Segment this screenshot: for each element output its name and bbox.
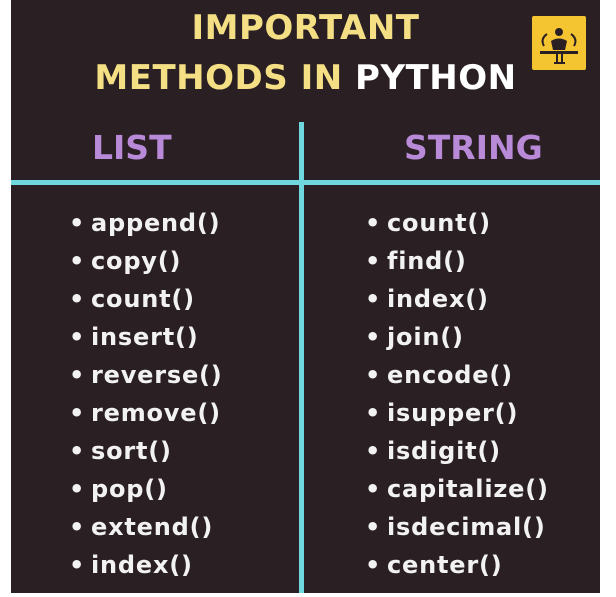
method-name: insert() [91, 323, 199, 351]
bullet-icon: • [69, 437, 86, 465]
list-method-item: •pop() [69, 470, 223, 508]
coder-logo-graphic [540, 28, 578, 64]
bullet-icon: • [365, 513, 382, 541]
method-name: isdigit() [387, 437, 501, 465]
bullet-icon: • [69, 551, 86, 579]
list-methods: •append() •copy() •count() •insert() •re… [69, 204, 223, 584]
list-method-item: •index() [69, 546, 223, 584]
bullet-icon: • [365, 551, 382, 579]
coder-logo-icon [532, 16, 586, 70]
title-line-1: IMPORTANT [191, 8, 420, 48]
string-method-item: •join() [365, 318, 549, 356]
bullet-icon: • [69, 513, 86, 541]
bullet-icon: • [69, 209, 86, 237]
method-name: extend() [91, 513, 214, 541]
method-name: join() [387, 323, 464, 351]
bullet-icon: • [69, 247, 86, 275]
bullet-icon: • [69, 323, 86, 351]
string-method-item: •isdigit() [365, 432, 549, 470]
title-line-2: METHODS IN PYTHON [11, 58, 600, 98]
method-name: isdecimal() [387, 513, 546, 541]
method-name: reverse() [91, 361, 223, 389]
string-method-item: •isdecimal() [365, 508, 549, 546]
bullet-icon: • [69, 399, 86, 427]
list-method-item: •remove() [69, 394, 223, 432]
list-method-item: •sort() [69, 432, 223, 470]
string-method-item: •index() [365, 280, 549, 318]
string-column-header: STRING [404, 128, 543, 167]
method-name: count() [91, 285, 195, 313]
method-name: remove() [91, 399, 221, 427]
list-method-item: •append() [69, 204, 223, 242]
method-name: index() [387, 285, 489, 313]
bullet-icon: • [365, 323, 382, 351]
bullet-icon: • [365, 437, 382, 465]
vertical-divider [299, 122, 304, 593]
bullet-icon: • [365, 209, 382, 237]
method-name: pop() [91, 475, 168, 503]
bullet-icon: • [365, 361, 382, 389]
bullet-icon: • [365, 475, 382, 503]
horizontal-divider [11, 180, 600, 185]
list-method-item: •count() [69, 280, 223, 318]
string-methods: •count() •find() •index() •join() •encod… [365, 204, 549, 584]
bullet-icon: • [365, 247, 382, 275]
list-method-item: •copy() [69, 242, 223, 280]
method-name: copy() [91, 247, 182, 275]
method-name: encode() [387, 361, 513, 389]
list-method-item: •reverse() [69, 356, 223, 394]
bullet-icon: • [365, 399, 382, 427]
bullet-icon: • [69, 475, 86, 503]
method-name: capitalize() [387, 475, 549, 503]
infographic-card: IMPORTANT METHODS IN PYTHON LIST STRING … [11, 0, 600, 593]
method-name: sort() [91, 437, 172, 465]
list-method-item: •insert() [69, 318, 223, 356]
title-python: PYTHON [355, 58, 517, 98]
method-name: index() [91, 551, 193, 579]
string-method-item: •capitalize() [365, 470, 549, 508]
bullet-icon: • [365, 285, 382, 313]
method-name: isupper() [387, 399, 519, 427]
method-name: count() [387, 209, 491, 237]
list-column-header: LIST [92, 128, 172, 167]
string-method-item: •center() [365, 546, 549, 584]
title-methods-in: METHODS IN [94, 58, 343, 98]
string-method-item: •encode() [365, 356, 549, 394]
bullet-icon: • [69, 361, 86, 389]
bullet-icon: • [69, 285, 86, 313]
string-method-item: •count() [365, 204, 549, 242]
string-method-item: •find() [365, 242, 549, 280]
string-method-item: •isupper() [365, 394, 549, 432]
list-method-item: •extend() [69, 508, 223, 546]
method-name: center() [387, 551, 503, 579]
method-name: append() [91, 209, 221, 237]
method-name: find() [387, 247, 467, 275]
